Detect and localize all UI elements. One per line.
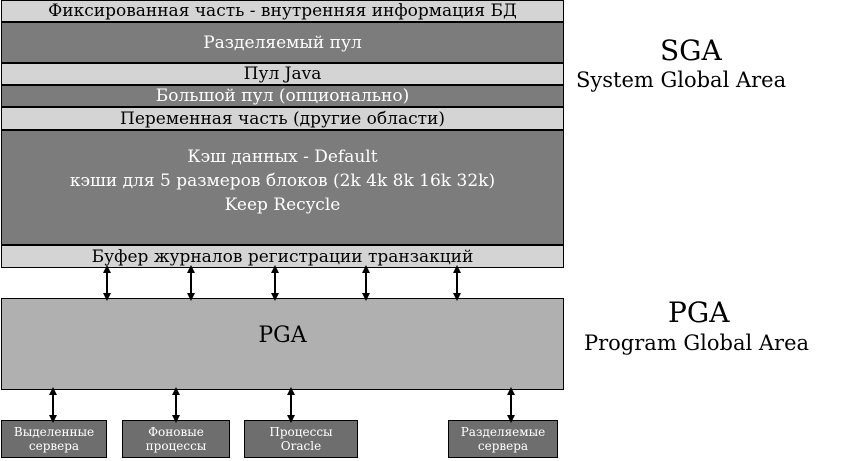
sga-redo-buffer: Буфер журналов регистрации транзакций <box>1 245 564 268</box>
sga-data-cache-line1: Кэш данных - Default <box>187 147 378 167</box>
pga-label: PGA <box>258 323 307 348</box>
sga-fixed-part-label: Фиксированная часть - внутренняя информа… <box>48 1 517 21</box>
process-shared-servers-line2: сервера <box>477 439 529 453</box>
sga-redo-buffer-label: Буфер журналов регистрации транзакций <box>91 246 474 267</box>
sga-large-pool: Большой пул (опционально) <box>1 85 564 107</box>
sga-title: SGA <box>660 34 722 67</box>
sga-data-cache: Кэш данных - Default кэши для 5 размеров… <box>1 130 564 245</box>
process-dedicated-servers: Выделенные сервера <box>1 420 107 458</box>
pga-title: PGA <box>668 296 730 329</box>
sga-subtitle: System Global Area <box>576 68 787 92</box>
process-oracle-line2: Oracle <box>280 439 322 453</box>
process-dedicated-servers-line1: Выделенные <box>13 425 95 439</box>
sga-variable-part-label: Переменная часть (другие области) <box>120 108 445 129</box>
sga-data-cache-line3: Keep Recycle <box>224 195 341 215</box>
process-dedicated-servers-line2: сервера <box>28 439 80 453</box>
process-background-line1: Фоновые <box>148 425 204 439</box>
sga-shared-pool: Разделяемый пул <box>1 22 564 63</box>
sga-shared-pool-label: Разделяемый пул <box>203 32 362 53</box>
sga-java-pool: Пул Java <box>1 63 564 85</box>
pga-box: PGA <box>1 298 564 390</box>
sga-large-pool-label: Большой пул (опционально) <box>155 86 410 106</box>
sga-fixed-part: Фиксированная часть - внутренняя информа… <box>1 0 564 22</box>
pga-subtitle: Program Global Area <box>584 331 810 355</box>
sga-java-pool-label: Пул Java <box>243 64 322 84</box>
process-oracle: Процессы Oracle <box>244 420 358 458</box>
process-shared-servers-line1: Разделяемые <box>460 425 546 439</box>
process-shared-servers: Разделяемые сервера <box>448 420 558 458</box>
process-background-line2: процессы <box>145 439 207 453</box>
sga-data-cache-line2: кэши для 5 размеров блоков (2k 4k 8k 16k… <box>69 171 496 191</box>
sga-variable-part: Переменная часть (другие области) <box>1 107 564 130</box>
process-oracle-line1: Процессы <box>269 425 333 439</box>
process-background: Фоновые процессы <box>122 420 230 458</box>
